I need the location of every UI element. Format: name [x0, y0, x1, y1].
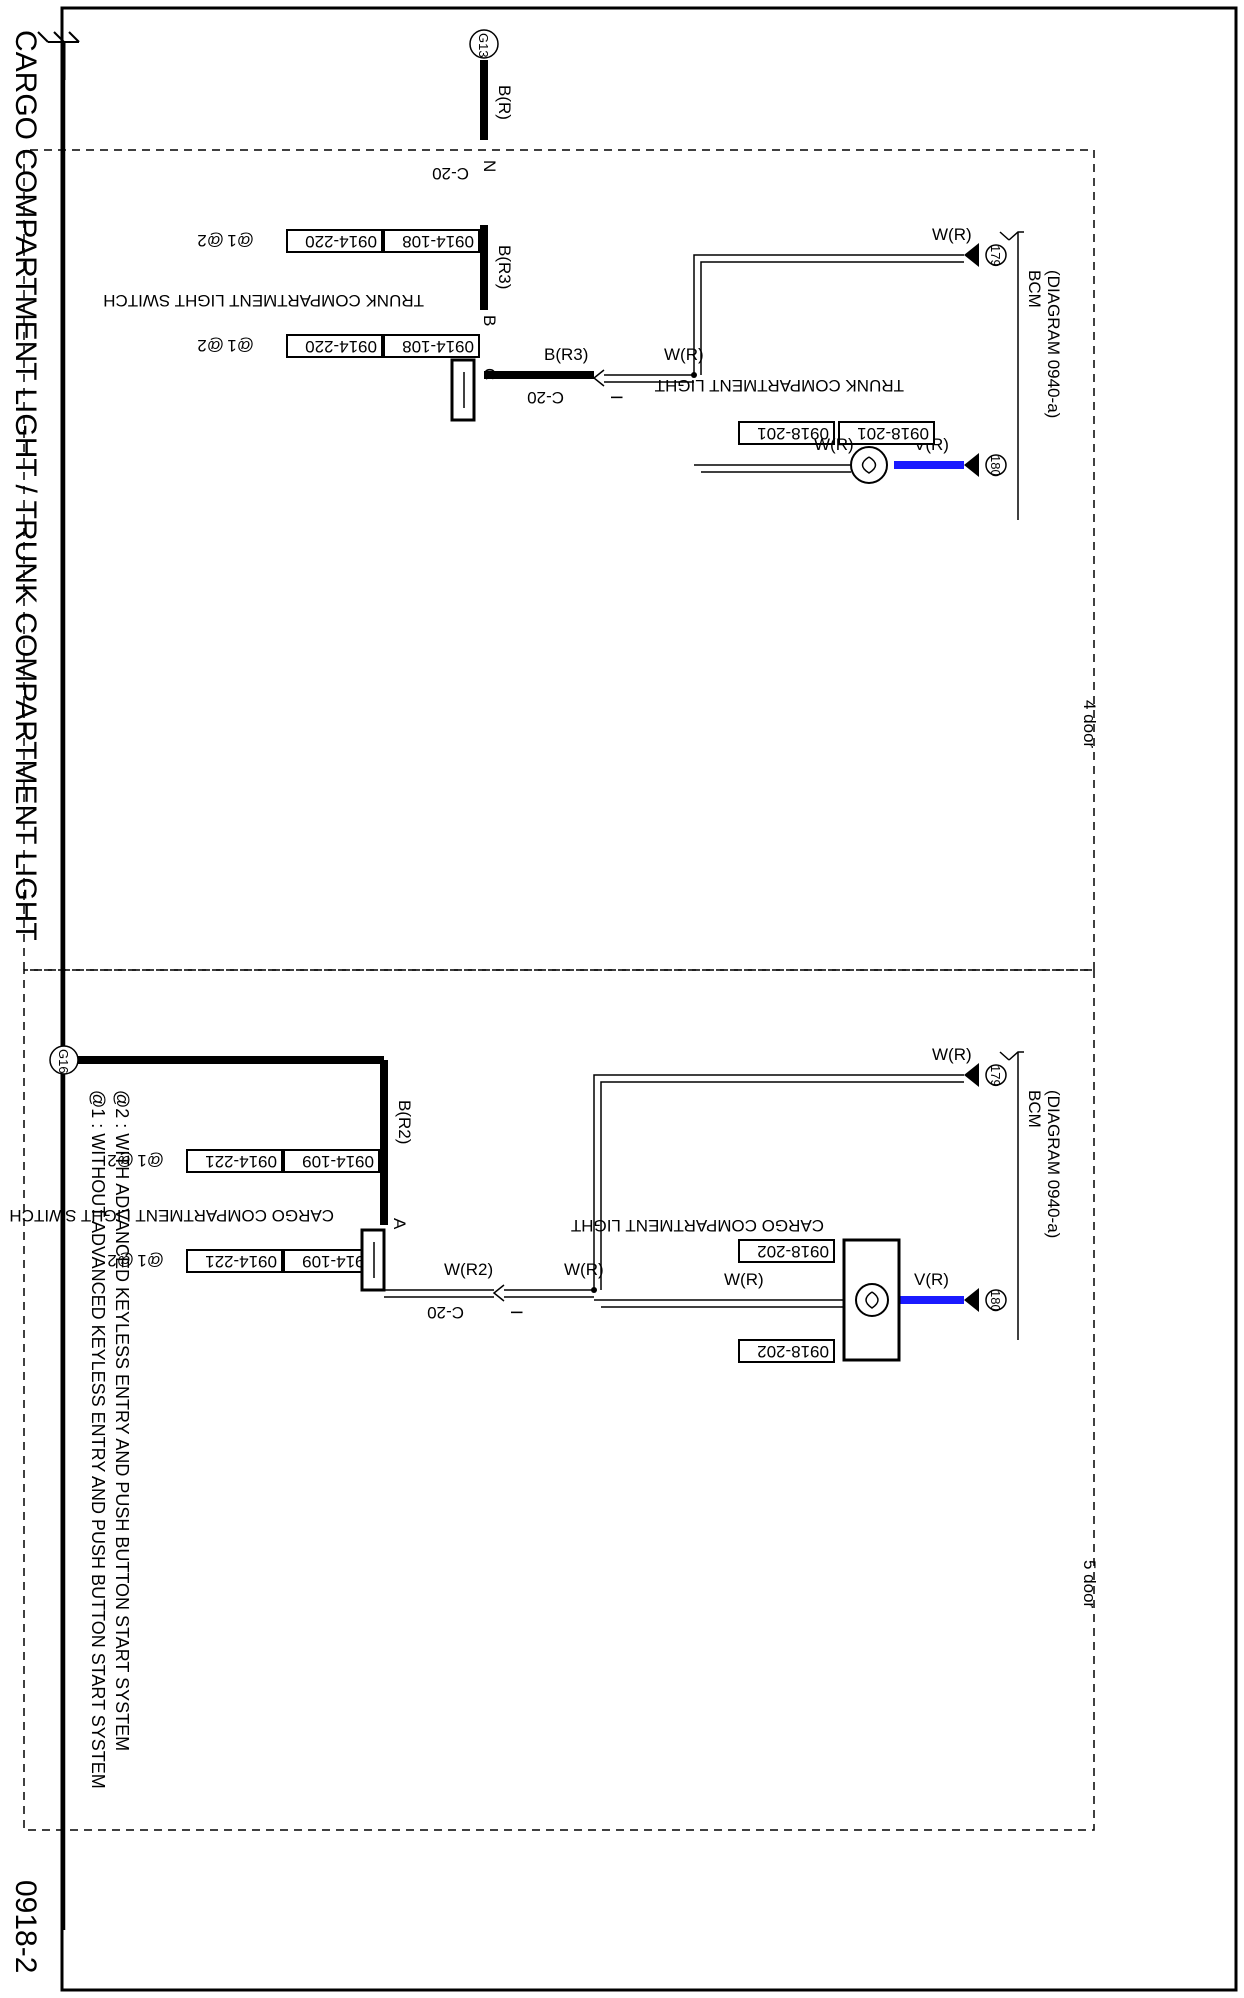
wire-label-junction-out: W(R): [664, 345, 704, 364]
ground-point-g16-label: G16: [56, 1049, 71, 1074]
variant-in-1: @1: [137, 1251, 164, 1270]
section-4door: BCM (DIAGRAM 0940-a) 179 180 W(R) V(R) T…: [103, 29, 1063, 520]
bcm-pin-179-5door: [985, 1064, 1007, 1086]
wire-label-ground-5door: B(R2): [395, 1100, 414, 1144]
ref-switch-c-1: 0914-108: [402, 337, 474, 356]
section-label-5door: 5 door: [1080, 1560, 1099, 1609]
bcm-diagram-ref: (DIAGRAM 0940-a): [1044, 270, 1063, 418]
bcm-pin-179: [985, 244, 1007, 266]
variant-a-1: @1: [137, 1151, 164, 1170]
wire-label-to-switch: B(R3): [544, 345, 588, 364]
wire-label-upper-5door: W(R): [932, 1045, 972, 1064]
bcm-label: BCM: [1025, 270, 1044, 308]
variant-b-1: @1: [227, 231, 254, 250]
cargo-switch-label: CARGO COMPARTMENT LIGHT SWITCH: [9, 1206, 334, 1225]
wire-label-lamp-out: W(R): [814, 435, 854, 454]
section-box-5door: [23, 969, 1095, 1831]
ref-box-switch-b-1: [383, 229, 480, 253]
bcm-pin-180-5door: [985, 1289, 1007, 1311]
ref-box-lamp-out: [738, 421, 835, 445]
ref-box-cargo-lamp-out: [738, 1339, 835, 1363]
cargo-switch-box: [360, 1228, 386, 1292]
connector-i-id-5door: C-20: [427, 1303, 464, 1322]
bcm-diagram-ref-5door: (DIAGRAM 0940-a): [1044, 1090, 1063, 1238]
wire-label-feed-5door: V(R): [914, 1270, 949, 1289]
ref-box-switch-c-1: [383, 334, 480, 358]
ref-box-cargo-switch-a-1: [283, 1149, 380, 1173]
wire-label-ground: B(R): [495, 85, 514, 120]
section-5door: BCM (DIAGRAM 0940-a) 179 180 W(R) V(R) C…: [9, 1045, 1063, 1363]
bcm-arrow-180: [964, 453, 979, 477]
ref-box-cargo-lamp-in: [738, 1239, 835, 1263]
page-border: [60, 6, 1238, 1992]
variant-c-2: @2: [197, 336, 224, 355]
connector-i-id: C-20: [527, 388, 564, 407]
ref-lamp-out: 0918-201: [757, 424, 829, 443]
ref-box-switch-c-2: [286, 334, 383, 358]
page-title: CARGO COMPARTMENT LIGHT / TRUNK COMPARTM…: [9, 30, 42, 941]
bcm-pin-180-label: 180: [988, 455, 1003, 477]
ref-lamp-in: 0918-201: [857, 424, 929, 443]
ref-cargo-switch-a-1: 0914-109: [302, 1152, 374, 1171]
ground-symbol: [37, 31, 80, 80]
wire-w-r-loop: [693, 254, 964, 375]
ref-switch-c-2: 0914-220: [305, 337, 377, 356]
variant-in-2: @2: [107, 1251, 134, 1270]
ref-cargo-switch-a-2: 0914-221: [205, 1152, 277, 1171]
bcm-pin-180: [985, 454, 1007, 476]
switch-pin-c: C: [480, 368, 499, 380]
wire-label-junction-out-5door: W(R): [564, 1260, 604, 1279]
ref-box-switch-b-2: [286, 229, 383, 253]
ref-cargo-lamp-out: 0918-202: [757, 1342, 829, 1361]
cargo-lamp-icon: [855, 1283, 889, 1317]
ref-box-cargo-switch-in-2: [186, 1249, 283, 1273]
wire-label-switch-out: B(R3): [495, 245, 514, 289]
bcm-pin-179-5door-label: 179: [988, 1065, 1003, 1087]
trunk-lamp-icon: [850, 446, 888, 484]
trunk-switch-box: [450, 358, 476, 422]
wire-label-upper: W(R): [932, 225, 972, 244]
switch-pin-a: A: [390, 1218, 409, 1230]
ref-box-lamp-in: [838, 421, 935, 445]
bcm-pin-179-label: 179: [988, 245, 1003, 267]
wire-label-lamp-out-5door: W(R): [724, 1270, 764, 1289]
note-2: @2 : WITH ADVANCED KEYLESS ENTRY AND PUS…: [112, 1090, 132, 1751]
variant-c-1: @1: [227, 336, 254, 355]
trunk-lamp-label: TRUNK COMPARTMENT LIGHT: [655, 376, 904, 395]
section-label-4door: 4 door: [1080, 700, 1099, 749]
ref-cargo-switch-in-1: 0914-109: [302, 1252, 374, 1271]
connector-i-pin-5door: I: [507, 1310, 526, 1315]
ref-switch-b-1: 0914-108: [402, 232, 474, 251]
connector-i-pin: I: [607, 395, 626, 400]
connector-i-icon-5door: [492, 1284, 505, 1302]
variant-a-2: @2: [107, 1151, 134, 1170]
ref-cargo-switch-in-2: 0914-221: [205, 1252, 277, 1271]
ground-point-g16: [49, 1045, 79, 1075]
connector-n-pin: N: [480, 160, 499, 172]
section-box-4door: [23, 149, 1095, 971]
ref-box-cargo-switch-a-2: [186, 1149, 283, 1173]
bcm-arrow-179: [964, 243, 979, 267]
variant-b-2: @2: [197, 231, 224, 250]
trunk-switch-label: TRUNK COMPARTMENT LIGHT SWITCH: [103, 291, 424, 310]
switch-pin-b: B: [480, 315, 499, 326]
connector-n-id: C-20: [432, 164, 469, 183]
ref-switch-b-2: 0914-220: [305, 232, 377, 251]
note-1: @1 : WITHOUT ADVANCED KEYLESS ENTRY AND …: [88, 1090, 108, 1789]
ground-point-g13-label: G13: [476, 33, 491, 58]
cargo-lamp-label: CARGO COMPARTMENT LIGHT: [571, 1216, 824, 1235]
wire-label-to-switch-5door: W(R2): [444, 1260, 493, 1279]
ref-cargo-lamp-in: 0918-202: [757, 1242, 829, 1261]
bcm-pin-180-5door-label: 180: [988, 1290, 1003, 1312]
bcm-label-5door: BCM: [1025, 1090, 1044, 1128]
ground-point-g13: [469, 29, 499, 59]
page-id: 0918-2: [9, 1880, 42, 1973]
